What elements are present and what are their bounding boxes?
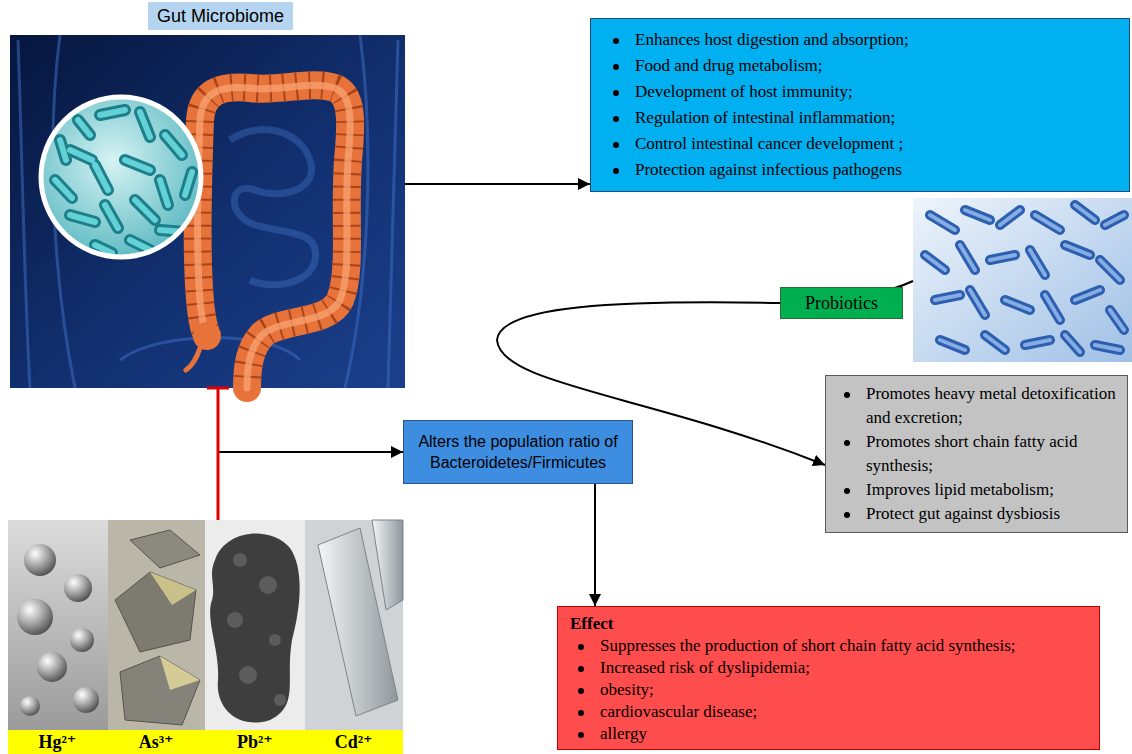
yellow-band: Hg²⁺As³⁺Pb²⁺Cd²⁺ (8, 730, 403, 754)
node-text: Gut Microbiome (148, 2, 293, 30)
connector-arrow (405, 183, 590, 185)
bullet-text: Promotes short chain fatty acid synthesi… (836, 430, 1119, 478)
bullet-text: allergy (570, 723, 1089, 745)
bullet-text: Improves lipid metabolism; (836, 478, 1119, 502)
heavy-metal-panel: Hg²⁺As³⁺Pb²⁺Cd²⁺ (8, 520, 403, 754)
bullet-text: Protection against infectious pathogens (605, 157, 1119, 183)
inhibition-line (217, 388, 220, 520)
node-text: Alters the population ratio of Bacteroid… (414, 431, 622, 473)
function-list-box: Enhances host digestion and absorption;F… (590, 18, 1130, 192)
probiotic-effect-box: Promotes heavy metal detoxification and … (825, 375, 1128, 533)
ion-label: Hg²⁺ (8, 730, 107, 754)
ion-label: Pb²⁺ (206, 730, 305, 754)
ion-label: As³⁺ (107, 730, 206, 754)
gut-illustration (10, 35, 405, 388)
bullet-text: Development of host immunity; (605, 79, 1119, 105)
heavy-metal-photos (8, 520, 403, 732)
bullet-text: Promotes heavy metal detoxification and … (836, 382, 1119, 430)
connector-arrow (594, 484, 596, 606)
bullet-text: Increased risk of dyslipidemia; (570, 657, 1089, 679)
microbiome-panel: Gut Microbiome (10, 2, 405, 388)
bullet-text: Food and drug metabolism; (605, 53, 1119, 79)
effect-box: EffectSuppresses the production of short… (557, 606, 1100, 750)
bullet-text: obesity; (570, 679, 1089, 701)
probiotics-box: Probiotics (780, 287, 903, 319)
bullet-text: Enhances host digestion and absorption; (605, 27, 1119, 53)
probiotics-photo (913, 198, 1132, 362)
process-box: Alters the population ratio of Bacteroid… (403, 420, 633, 484)
bullet-text: Suppresses the production of short chain… (570, 635, 1089, 657)
node-text: Effect (570, 613, 1089, 635)
bullet-text: cardiovascular disease; (570, 701, 1089, 723)
node-text: Probiotics (805, 292, 878, 314)
ion-label: Cd²⁺ (304, 730, 403, 754)
connector-arrow (218, 452, 403, 520)
bullet-text: Control intestinal cancer development ; (605, 131, 1119, 157)
bullet-text: Protect gut against dysbiosis (836, 502, 1119, 526)
bullet-text: Regulation of intestinal inflammation; (605, 105, 1119, 131)
